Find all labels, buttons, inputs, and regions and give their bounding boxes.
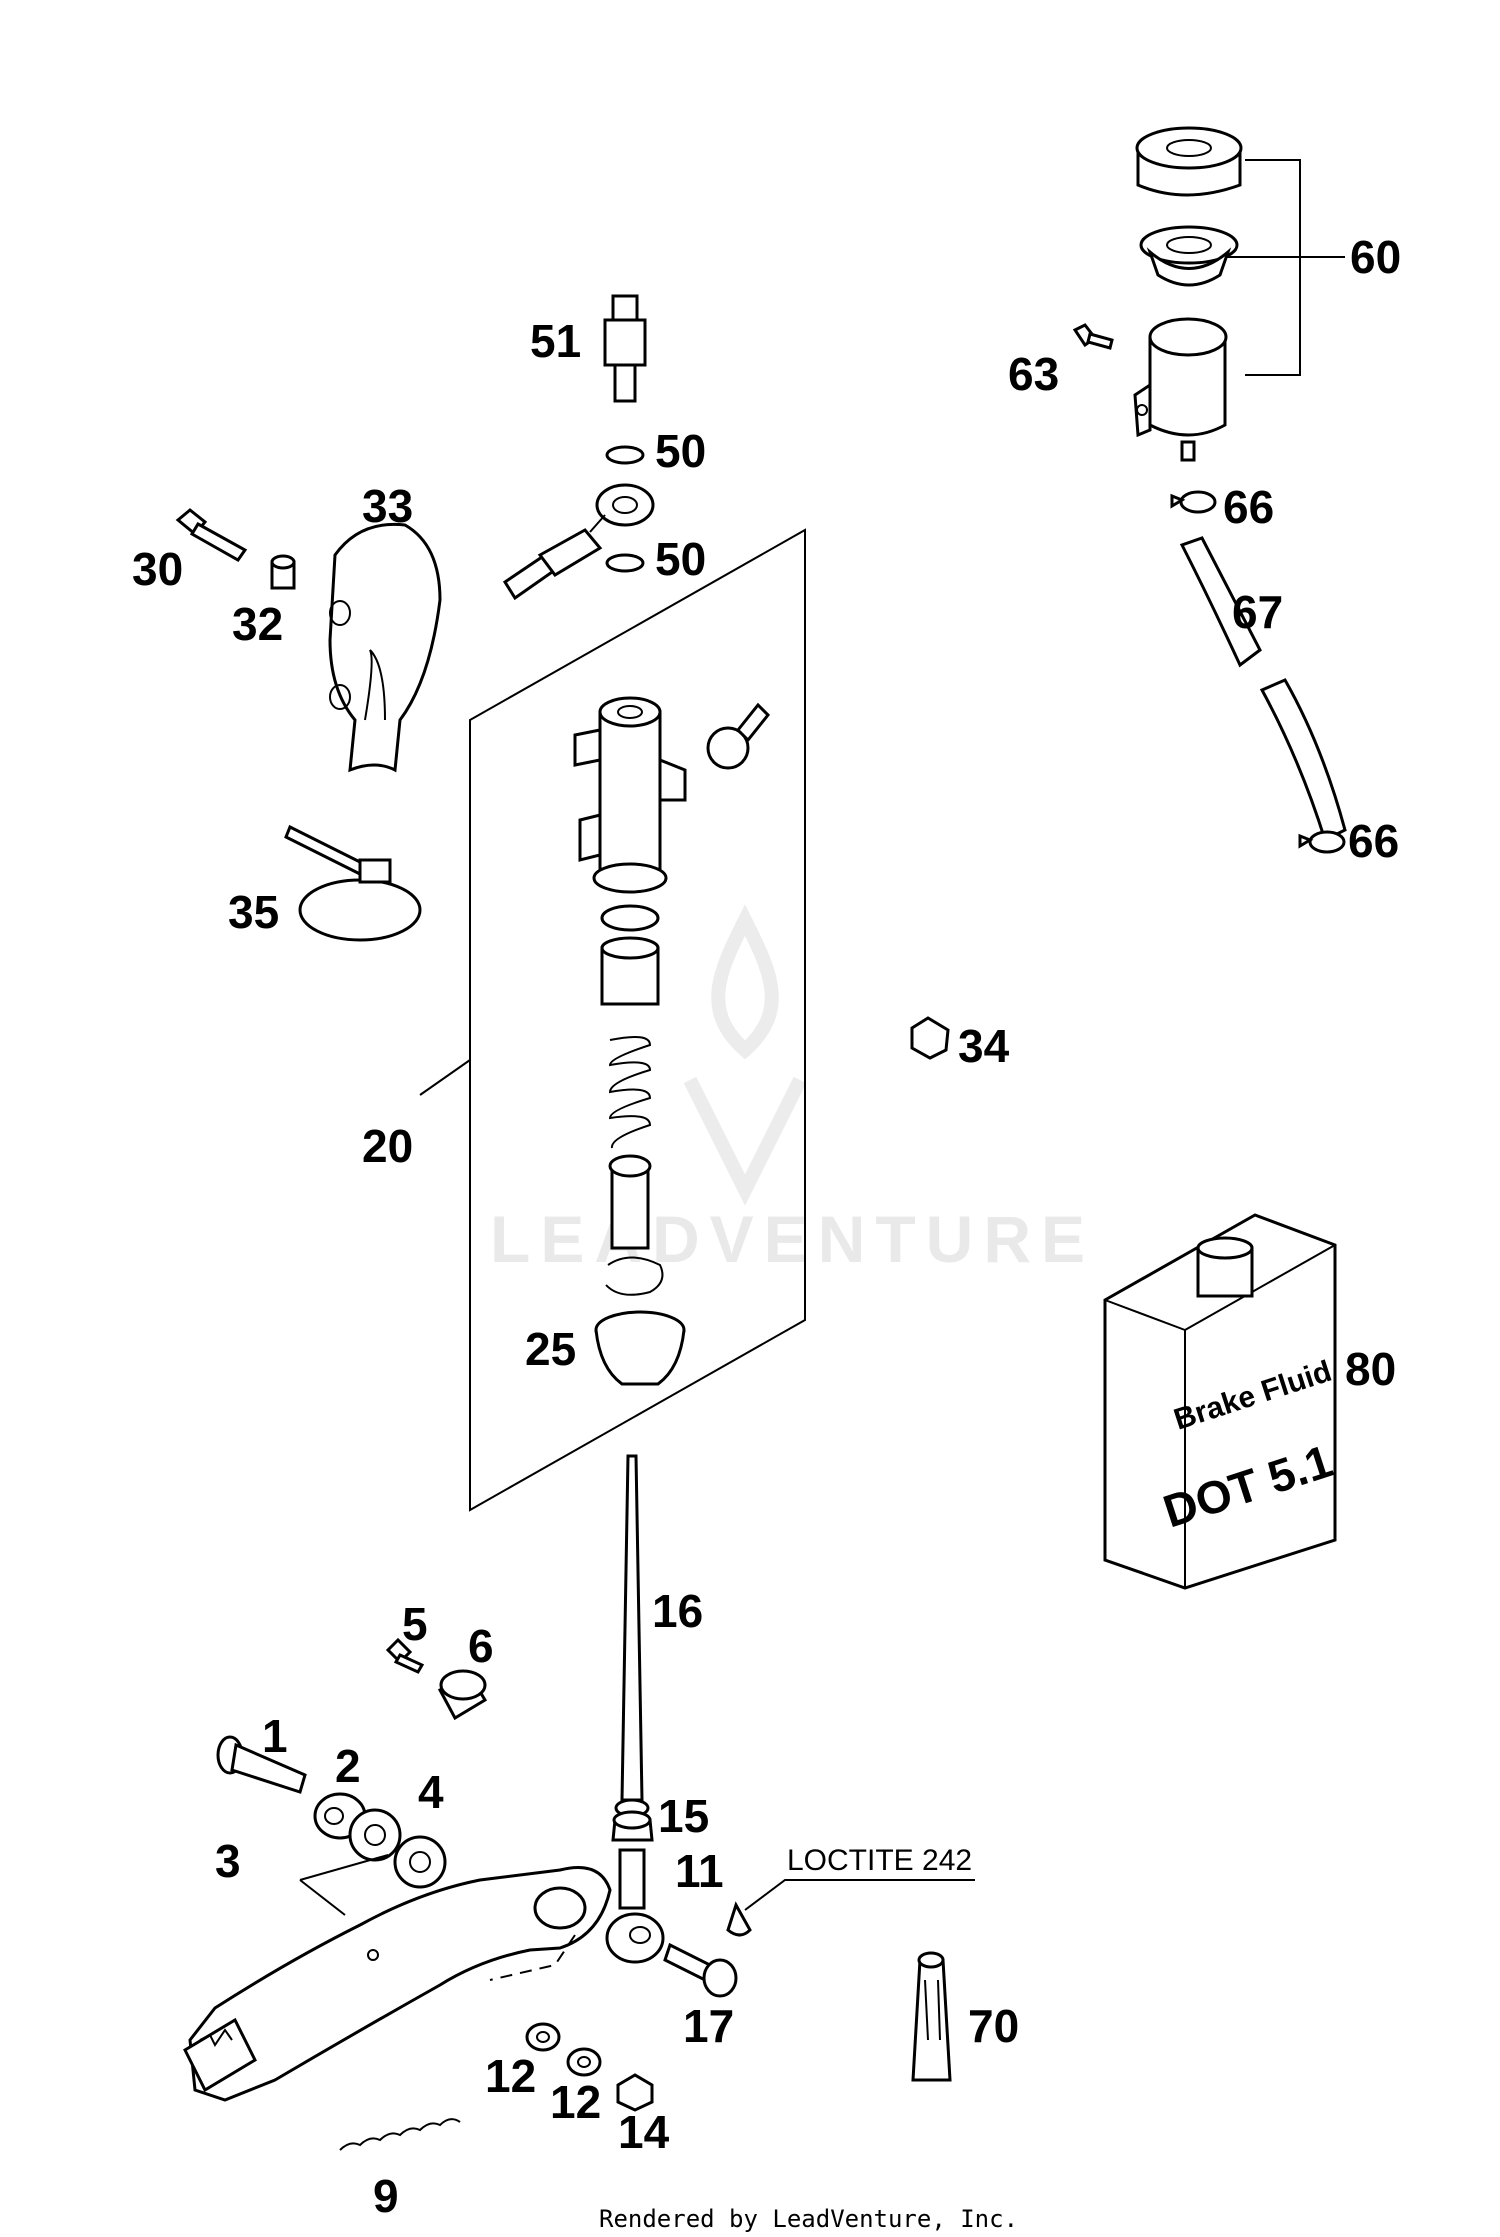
callout-50-a: 50 bbox=[655, 425, 706, 477]
brake-pedal-3 bbox=[183, 1866, 612, 2102]
brake-fluid-container-80: Brake Fluid DOT 5.1 bbox=[1103, 1213, 1338, 1590]
callout-51: 51 bbox=[530, 315, 581, 367]
clevis-11 bbox=[605, 1848, 665, 1964]
boot-25 bbox=[594, 1310, 686, 1386]
callout-67: 67 bbox=[1232, 586, 1283, 638]
master-cylinder-body bbox=[573, 696, 687, 894]
bearing-4-b bbox=[393, 1835, 447, 1889]
callout-33: 33 bbox=[362, 480, 413, 532]
bolt-30 bbox=[175, 508, 248, 562]
washer-12-a bbox=[525, 2022, 561, 2052]
bearing-4-a bbox=[348, 1808, 402, 1862]
callout-12-a: 12 bbox=[485, 2050, 536, 2102]
banjo-brake-hose bbox=[502, 483, 655, 601]
washer-12-b bbox=[566, 2047, 602, 2077]
loctite-note: LOCTITE 242 bbox=[787, 1844, 972, 1877]
return-spring-9 bbox=[339, 2118, 461, 2151]
flame-logo-icon bbox=[683, 904, 807, 1206]
brake-light-switch-51 bbox=[603, 294, 647, 403]
reservoir-cap bbox=[1135, 126, 1243, 197]
callout-60: 60 bbox=[1350, 231, 1401, 283]
callout-11: 11 bbox=[675, 1845, 724, 1897]
bolt-17 bbox=[663, 1942, 738, 1998]
spring bbox=[608, 1035, 652, 1149]
callout-35: 35 bbox=[228, 886, 279, 938]
callout-63: 63 bbox=[1008, 348, 1059, 400]
nut-34 bbox=[910, 1016, 950, 1060]
assembly-20-frame bbox=[469, 528, 806, 1512]
callout-16: 16 bbox=[652, 1585, 703, 1637]
reservoir-seal bbox=[1139, 225, 1239, 287]
callout-5: 5 bbox=[402, 1598, 428, 1650]
bushing-6 bbox=[437, 1669, 488, 1721]
cover-33 bbox=[328, 522, 442, 773]
callout-30: 30 bbox=[132, 543, 183, 595]
callout-4: 4 bbox=[418, 1766, 444, 1818]
watermark: LEADVENTURE bbox=[490, 904, 1095, 1276]
o-ring bbox=[600, 904, 660, 932]
callout-32: 32 bbox=[232, 598, 283, 650]
callout-1: 1 bbox=[262, 1710, 288, 1762]
callout-2: 2 bbox=[335, 1740, 361, 1792]
callout-66-a: 66 bbox=[1223, 481, 1274, 533]
callout-12-b: 12 bbox=[550, 2076, 601, 2128]
piston bbox=[608, 1154, 652, 1250]
callout-14: 14 bbox=[618, 2106, 670, 2158]
footer-credit: Rendered by LeadVenture, Inc. bbox=[599, 2205, 1018, 2233]
washer-50-top bbox=[605, 445, 645, 465]
hose-clamp-66-bottom bbox=[1298, 830, 1346, 854]
callout-9: 9 bbox=[373, 2170, 399, 2222]
hose-67 bbox=[1179, 536, 1347, 843]
callout-70: 70 bbox=[968, 2000, 1019, 2052]
reservoir-body bbox=[1133, 317, 1228, 462]
callout-3: 3 bbox=[215, 1835, 241, 1887]
nut-15 bbox=[611, 1810, 654, 1842]
callout-15: 15 bbox=[658, 1790, 709, 1842]
callout-20: 20 bbox=[362, 1120, 413, 1172]
washer-50-bottom bbox=[605, 553, 645, 573]
elbow-fitting bbox=[706, 702, 771, 770]
callout-25: 25 bbox=[525, 1323, 576, 1375]
screw-63 bbox=[1072, 323, 1114, 350]
watermark-text: LEADVENTURE bbox=[490, 1202, 1095, 1276]
callout-17: 17 bbox=[683, 2000, 734, 2052]
callout-66-b: 66 bbox=[1348, 815, 1399, 867]
loctite-drop bbox=[726, 1901, 752, 1937]
bolt-1 bbox=[216, 1735, 307, 1794]
push-rod-16 bbox=[614, 1454, 650, 1818]
nut-14 bbox=[616, 2073, 654, 2112]
callout-6: 6 bbox=[468, 1620, 494, 1672]
screw-5 bbox=[385, 1637, 425, 1674]
circlip bbox=[605, 1256, 664, 1296]
callout-50-b: 50 bbox=[655, 533, 706, 585]
callout-34: 34 bbox=[958, 1020, 1010, 1072]
grease-tube-70 bbox=[911, 1951, 952, 2082]
callout-80: 80 bbox=[1345, 1343, 1396, 1395]
sleeve bbox=[600, 936, 660, 1006]
cable-tie-35 bbox=[284, 824, 422, 942]
hose-clamp-66-top bbox=[1170, 490, 1217, 514]
nut-32 bbox=[270, 554, 296, 590]
